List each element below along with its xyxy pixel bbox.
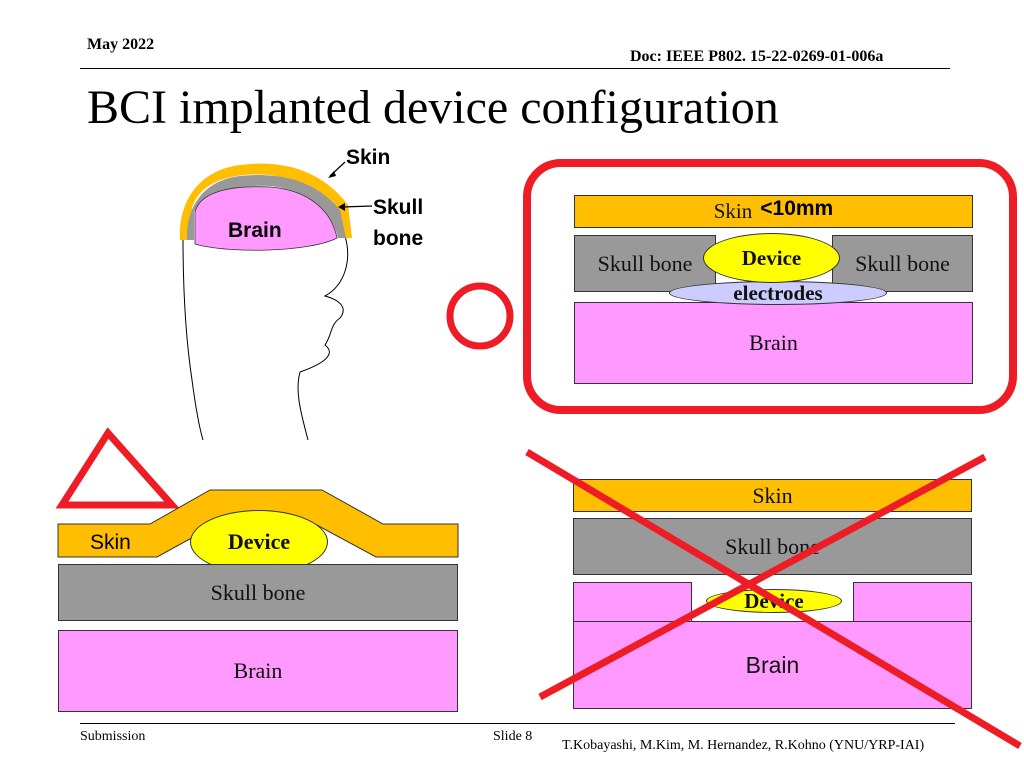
footer-slide-number: Slide 8 (493, 729, 533, 744)
head-skin-label: Skin (346, 146, 391, 169)
slide-title: BCI implanted device configuration (87, 81, 779, 134)
partial-device: Device (190, 510, 328, 574)
good-config-frame (523, 159, 1017, 414)
partial-skull-layer: Skull bone (58, 564, 458, 621)
good-device-label: Device (741, 245, 802, 270)
bad-skull-layer: Skull bone (573, 518, 972, 575)
header-doc-id: Doc: IEEE P802. 15-22-0269-01-006a (630, 48, 884, 65)
head-skull-label-2: bone (373, 227, 424, 250)
partial-skull-label: Skull bone (210, 579, 306, 605)
good-electrodes: electrodes (669, 281, 887, 305)
good-brain-layer: Brain (574, 302, 973, 384)
partial-triangle-mark (55, 427, 180, 509)
header-date: May 2022 (87, 36, 155, 53)
partial-brain-layer: Brain (58, 630, 458, 712)
good-depth-label: <10mm (760, 196, 834, 220)
partial-skin-label: Skin (90, 531, 131, 554)
footer-authors: T.Kobayashi, M.Kim, M. Hernandez, R.Kohn… (562, 738, 925, 753)
bad-skin-label: Skin (752, 482, 793, 508)
bad-skin-layer: Skin (573, 479, 972, 512)
bad-brain-upper-right (853, 582, 972, 622)
good-brain-label: Brain (749, 330, 798, 355)
bad-brain-upper-left (573, 582, 692, 622)
footer-submission: Submission (80, 729, 146, 744)
good-electrodes-label: electrodes (733, 280, 823, 305)
partial-device-label: Device (227, 529, 291, 554)
head-brain-label: Brain (228, 219, 282, 242)
partial-brain-label: Brain (233, 658, 283, 683)
bad-brain-label: Brain (745, 651, 800, 678)
good-skin-layer: Skin <10mm (574, 195, 973, 228)
good-skull-left-label: Skull bone (597, 250, 693, 276)
bad-brain-layer: Brain (573, 621, 972, 709)
good-skull-right: Skull bone (832, 235, 973, 292)
good-circle-mark (446, 282, 514, 350)
good-skull-left: Skull bone (574, 235, 716, 292)
good-device: Device (703, 233, 840, 283)
good-skull-right-label: Skull bone (855, 250, 950, 276)
footer-rule (80, 723, 955, 724)
header-rule (80, 68, 950, 69)
head-skull-label-1: Skull (373, 196, 424, 219)
good-skin-label: Skin (713, 199, 753, 223)
